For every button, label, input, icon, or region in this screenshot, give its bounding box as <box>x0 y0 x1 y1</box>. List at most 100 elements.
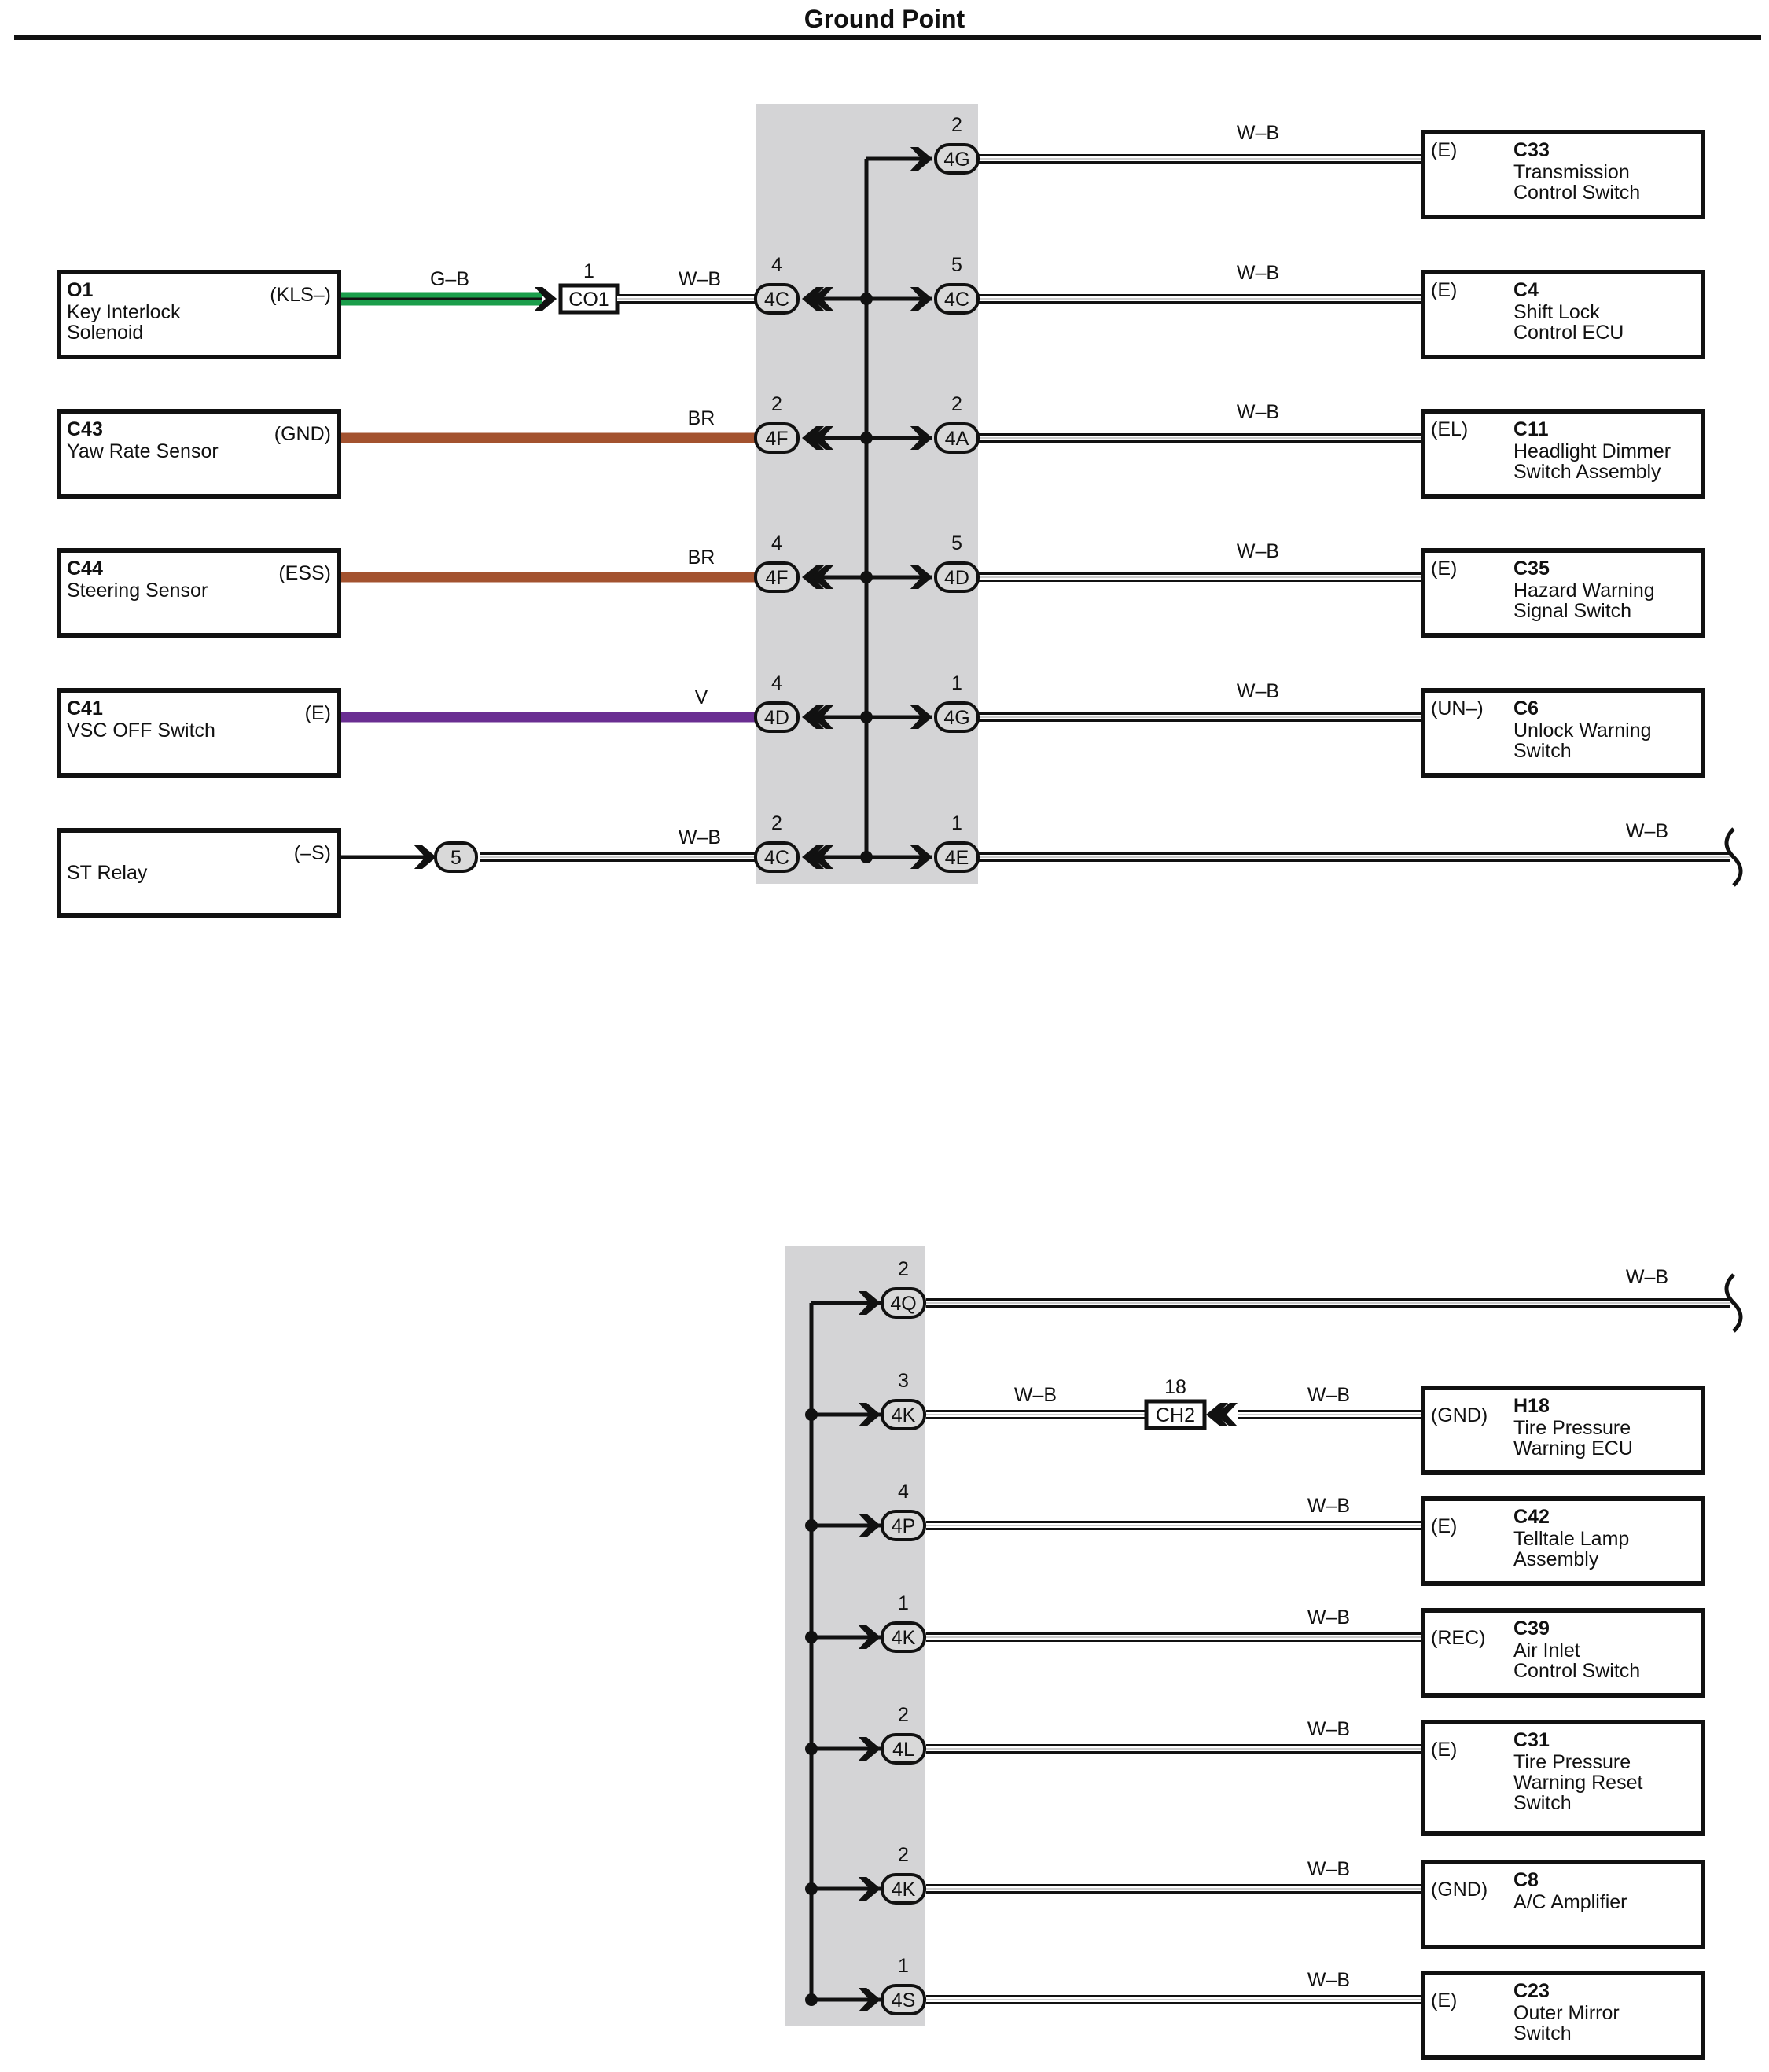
terminal-label: (ESS) <box>278 562 331 584</box>
connector-arrow-right-icon <box>859 1291 881 1315</box>
connector-pill <box>881 1287 926 1319</box>
terminal-label: (–S) <box>294 842 331 864</box>
component-box <box>1421 1496 1705 1586</box>
junction-connector: 4S <box>881 1984 926 2015</box>
terminal-label: (E) <box>1431 1989 1457 2011</box>
pin-number: 1 <box>898 1955 909 1977</box>
junction-dot <box>805 1408 818 1421</box>
pin-number: 1 <box>951 672 962 694</box>
component-name: VSC OFF Switch <box>67 719 215 742</box>
terminal-label: (E) <box>1431 1515 1457 1537</box>
connector-arrow-right-icon <box>535 287 557 311</box>
junction-connector: 4L <box>881 1733 926 1765</box>
component-name: Switch <box>1513 2022 1572 2044</box>
connector-pill <box>934 561 980 593</box>
wire-color-label: W–B <box>1307 1606 1350 1629</box>
connector-arrow-right-icon <box>859 1625 881 1649</box>
chevron-shape <box>811 845 833 869</box>
connector-arrow-left-icon <box>802 565 833 589</box>
connector-label: 4D <box>944 567 969 589</box>
connector-pill <box>881 1873 926 1905</box>
connector-label: 4F <box>765 428 788 450</box>
pin-number: 2 <box>898 1258 909 1280</box>
component-name: Air Inlet <box>1513 1640 1580 1662</box>
component-box <box>1421 688 1705 778</box>
component-box <box>1421 270 1705 359</box>
junction-dot <box>805 1519 818 1532</box>
component-code: C4 <box>1513 279 1539 301</box>
chevron-shape <box>859 1403 881 1426</box>
terminal-label: (E) <box>1431 139 1457 161</box>
junction-connector: 4C <box>754 841 800 873</box>
component-code: C44 <box>67 558 103 580</box>
terminal-label: (REC) <box>1431 1627 1485 1649</box>
terminal-label: (GND) <box>1431 1879 1488 1901</box>
connector-pill <box>934 143 980 175</box>
chevron-shape <box>1215 1403 1238 1426</box>
connector-pill <box>934 841 980 873</box>
component-name: Switch <box>1513 1792 1572 1814</box>
connector-label: 4K <box>892 1627 916 1649</box>
junction-connector: 4P <box>881 1510 926 1541</box>
component-name: Control Switch <box>1513 182 1640 204</box>
connector-label: 5 <box>451 847 462 869</box>
pin-number: 2 <box>951 393 962 415</box>
connector-label: 4L <box>892 1739 914 1761</box>
connector-arrow-left-icon <box>802 426 833 450</box>
pin-number: 4 <box>771 532 782 554</box>
component-code: O1 <box>67 279 93 301</box>
pin-number: 5 <box>951 254 962 276</box>
connector-arrow-right-icon <box>859 1877 881 1901</box>
connector-arrow-right-icon <box>910 287 932 311</box>
component-code: C41 <box>67 697 103 719</box>
wire-color-label: W–B <box>679 268 721 290</box>
wire-break-icon <box>1724 827 1743 887</box>
chevron-shape <box>910 147 932 171</box>
junction-connector: 4C <box>754 283 800 315</box>
connector-pill <box>881 1399 926 1430</box>
wire-color-label: W–B <box>1237 262 1279 284</box>
connector-label: 4K <box>892 1879 916 1901</box>
component-box <box>57 548 341 638</box>
wire-color-label: W–B <box>1307 1495 1350 1517</box>
terminal-label: (E) <box>1431 279 1457 301</box>
pin-number: 2 <box>771 393 782 415</box>
wire-color-label: W–B <box>1626 1266 1668 1288</box>
terminal-label: (E) <box>1431 558 1457 580</box>
page-title: Ground Point <box>804 5 965 33</box>
junction-connector: 4D <box>934 561 980 593</box>
component-box <box>57 270 341 359</box>
component-name: Solenoid <box>67 322 143 344</box>
component-box <box>1421 1860 1705 1949</box>
component-code: C33 <box>1513 139 1550 161</box>
connector-pill <box>754 561 800 593</box>
component-name: Warning ECU <box>1513 1437 1633 1459</box>
pin-number: 2 <box>898 1704 909 1726</box>
component-box <box>1421 130 1705 219</box>
connector-label: 4P <box>892 1515 916 1537</box>
junction-connector: 4K <box>881 1399 926 1430</box>
connector-arrow-right-icon <box>859 1737 881 1761</box>
chevron-shape <box>859 1514 881 1537</box>
connector-label: 4C <box>764 847 789 869</box>
chevron-shape <box>535 287 557 311</box>
component-name: Hazard Warning <box>1513 580 1655 602</box>
connector-pill <box>881 1984 926 2015</box>
wire-color-label: W–B <box>1307 1858 1350 1880</box>
component-code: H18 <box>1513 1395 1550 1417</box>
component-name: Signal Switch <box>1513 600 1631 622</box>
connector-label: 4K <box>892 1404 916 1426</box>
component-name: Control ECU <box>1513 322 1624 344</box>
component-code: C39 <box>1513 1617 1550 1640</box>
junction-connector: 4F <box>754 422 800 454</box>
terminal-label: (GND) <box>1431 1404 1488 1426</box>
chevron-shape <box>859 1625 881 1649</box>
wire-color-label: BR <box>688 407 715 429</box>
component-name: Telltale Lamp <box>1513 1528 1629 1550</box>
pin-number: 2 <box>951 114 962 136</box>
component-name: Control Switch <box>1513 1660 1640 1682</box>
connector-label: 4E <box>945 847 969 869</box>
connector-pill <box>934 701 980 733</box>
junction-connector: 4G <box>934 143 980 175</box>
